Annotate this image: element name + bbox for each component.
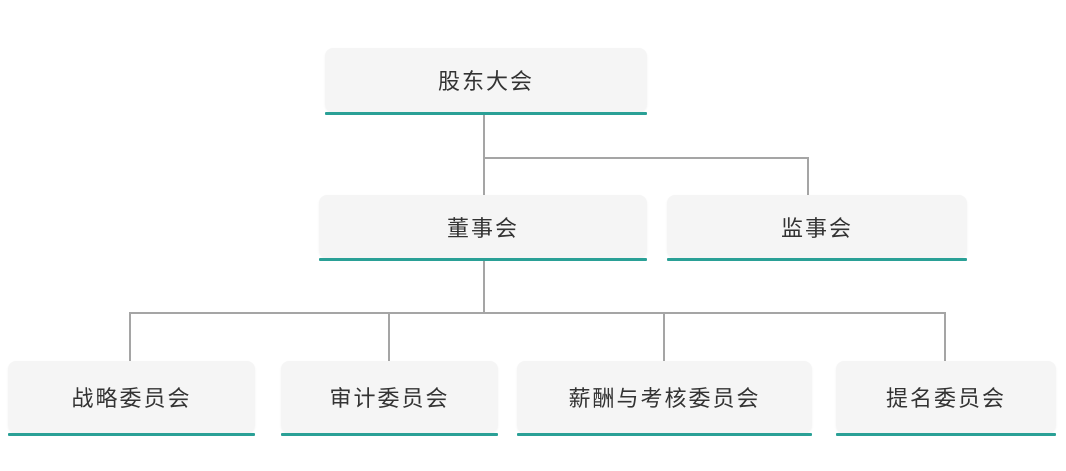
node-label-nomination-committee: 提名委员会 bbox=[885, 386, 1006, 411]
node-body: 薪酬与考核委员会 bbox=[517, 361, 812, 433]
node-accent-underline bbox=[667, 258, 967, 261]
connector-nomination-drop bbox=[944, 312, 946, 361]
node-nomination-committee: 提名委员会 bbox=[836, 361, 1056, 436]
node-accent-underline bbox=[325, 112, 647, 115]
node-accent-underline bbox=[836, 433, 1056, 436]
connector-supervisory-drop bbox=[807, 157, 809, 195]
node-body: 股东大会 bbox=[325, 48, 647, 112]
node-accent-underline bbox=[319, 258, 647, 261]
node-accent-underline bbox=[517, 433, 812, 436]
node-label-shareholders-meeting: 股东大会 bbox=[437, 69, 534, 94]
node-audit-committee: 审计委员会 bbox=[281, 361, 498, 436]
node-body: 审计委员会 bbox=[281, 361, 498, 433]
node-body: 监事会 bbox=[667, 195, 967, 258]
connector-level1-hline bbox=[483, 157, 809, 159]
node-body: 战略委员会 bbox=[8, 361, 255, 433]
connector-audit-drop bbox=[388, 312, 390, 361]
node-body: 提名委员会 bbox=[836, 361, 1056, 433]
connector-strategy-drop bbox=[129, 312, 131, 361]
node-label-audit-committee: 审计委员会 bbox=[329, 386, 450, 411]
node-label-supervisory-board: 监事会 bbox=[780, 215, 853, 241]
connector-compensation-drop bbox=[663, 312, 665, 361]
node-body: 董事会 bbox=[319, 195, 647, 258]
node-board-of-directors: 董事会 bbox=[319, 195, 647, 261]
connector-level2-hline bbox=[129, 312, 946, 314]
node-accent-underline bbox=[281, 433, 498, 436]
node-accent-underline bbox=[8, 433, 255, 436]
node-label-board-of-directors: 董事会 bbox=[446, 215, 519, 241]
node-label-strategy-committee: 战略委员会 bbox=[71, 386, 192, 411]
node-strategy-committee: 战略委员会 bbox=[8, 361, 255, 436]
node-compensation-assessment-committee: 薪酬与考核委员会 bbox=[517, 361, 812, 436]
connector-root-stem bbox=[483, 115, 485, 195]
node-label-compensation-assessment-committee: 薪酬与考核委员会 bbox=[568, 386, 761, 411]
node-shareholders-meeting: 股东大会 bbox=[325, 48, 647, 115]
connector-board-riser bbox=[483, 261, 485, 313]
node-supervisory-board: 监事会 bbox=[667, 195, 967, 261]
